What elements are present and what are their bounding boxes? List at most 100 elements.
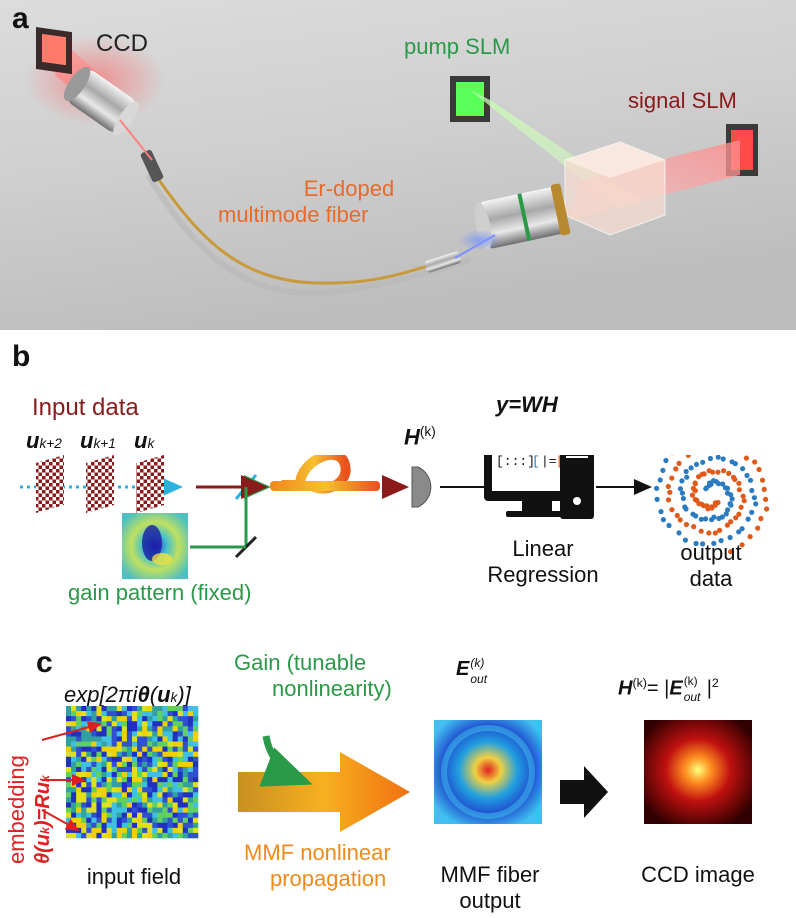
panel-a: a CCD pump SLM signal SLM Er-doped multi… bbox=[0, 0, 796, 330]
equation-label: y=WH bbox=[496, 392, 558, 417]
scatter-point bbox=[665, 483, 671, 490]
fiber-label-line1: Er-doped bbox=[303, 176, 395, 201]
scatter-point bbox=[747, 534, 753, 540]
scatter-point bbox=[720, 481, 726, 487]
scatter-point bbox=[743, 455, 750, 461]
scatter-point bbox=[715, 469, 721, 475]
scatter-point bbox=[723, 511, 729, 517]
scatter-point bbox=[667, 489, 673, 495]
embedding-label: embedding bbox=[4, 755, 29, 864]
scatter-point bbox=[674, 512, 680, 519]
scatter-point bbox=[755, 525, 761, 531]
scatter-point bbox=[677, 517, 683, 523]
arrow-to-ccd bbox=[560, 766, 608, 818]
scatter-point bbox=[741, 498, 747, 504]
scatter-point bbox=[712, 530, 719, 536]
scatter-point bbox=[688, 465, 694, 471]
signal-slm-label: signal SLM bbox=[628, 88, 737, 113]
svg-text:[: [ bbox=[532, 455, 540, 469]
scatter-point bbox=[715, 481, 722, 487]
scatter-point bbox=[736, 487, 743, 493]
scatter-point bbox=[724, 522, 731, 528]
scatter-point bbox=[693, 461, 700, 467]
panel-c-diagram bbox=[41, 706, 752, 839]
scatter-point bbox=[749, 509, 755, 515]
scatter-point bbox=[728, 492, 734, 498]
scatter-point bbox=[728, 519, 734, 525]
scatter-point bbox=[716, 515, 722, 522]
input-pattern-k1 bbox=[86, 455, 114, 513]
gain-tunable-line2: nonlinearity) bbox=[272, 676, 392, 701]
u-k2-label: uk+2 bbox=[26, 428, 62, 453]
scatter-point bbox=[698, 516, 704, 522]
scatter-point bbox=[724, 485, 731, 491]
pump-slm-label: pump SLM bbox=[404, 34, 511, 59]
mmf-output-image bbox=[434, 720, 542, 824]
E-out-label: E(k)out bbox=[456, 656, 488, 686]
ccd-label: CCD bbox=[96, 30, 148, 57]
scatter-point bbox=[758, 515, 764, 522]
scatter-point bbox=[689, 492, 696, 498]
scatter-point bbox=[720, 456, 726, 462]
scatter-point bbox=[764, 506, 770, 512]
exp-label: exp[2πiθ(uk)] bbox=[64, 682, 191, 707]
scatter-point bbox=[749, 487, 755, 494]
scatter-point bbox=[685, 455, 691, 458]
scatter-point bbox=[691, 524, 697, 530]
scatter-point bbox=[690, 485, 697, 491]
scatter-point bbox=[676, 530, 682, 536]
scatter-point bbox=[654, 485, 660, 491]
scatter-point bbox=[728, 549, 734, 555]
scatter-point bbox=[654, 496, 660, 502]
mmf-fiber-output-line2: output bbox=[459, 888, 521, 913]
scatter-point bbox=[732, 476, 738, 482]
output-label-line2: data bbox=[689, 566, 733, 591]
scatter-point bbox=[683, 521, 690, 528]
input-pattern-k bbox=[136, 455, 164, 513]
experimental-setup-render bbox=[0, 0, 796, 330]
scatter-point bbox=[732, 461, 738, 467]
u-k-label: uk bbox=[134, 428, 155, 453]
scatter-point bbox=[740, 466, 746, 472]
scatter-point bbox=[747, 477, 754, 483]
scatter-point bbox=[690, 511, 696, 517]
scatter-point bbox=[679, 478, 685, 484]
scatter-point bbox=[736, 480, 742, 486]
scatter-point bbox=[669, 475, 675, 481]
panel-letter-c: c bbox=[36, 646, 53, 679]
scatter-point bbox=[684, 474, 690, 480]
scatter-point bbox=[658, 509, 664, 515]
scatter-point bbox=[752, 459, 758, 465]
scatter-point bbox=[707, 455, 714, 462]
scatter-point bbox=[725, 507, 731, 513]
svg-text:|=: |= bbox=[541, 455, 557, 469]
scatter-point bbox=[736, 511, 742, 517]
scatter-point bbox=[698, 528, 704, 534]
propagation-arrow bbox=[238, 752, 410, 832]
scatter-point bbox=[694, 497, 700, 503]
scatter-point bbox=[740, 493, 746, 499]
scatter-point bbox=[657, 477, 663, 483]
scatter-point bbox=[715, 455, 721, 460]
panel-b-diagram: [:::] [ |= [:] bbox=[20, 455, 770, 579]
scatter-point bbox=[701, 471, 707, 477]
input-data-label: Input data bbox=[32, 394, 139, 421]
scatter-point bbox=[721, 468, 727, 474]
output-spiral-scatter bbox=[654, 455, 770, 555]
svg-text:[:::]: [:::] bbox=[496, 455, 535, 469]
scatter-point bbox=[745, 516, 751, 522]
scatter-point bbox=[677, 486, 684, 492]
scatter-point bbox=[739, 542, 745, 548]
scatter-point bbox=[756, 466, 762, 473]
computer-tower-icon bbox=[560, 455, 594, 519]
scatter-point bbox=[717, 527, 723, 533]
scatter-point bbox=[682, 537, 689, 543]
gain-pattern-label: gain pattern (fixed) bbox=[68, 580, 252, 605]
detector-icon bbox=[411, 466, 432, 508]
mmf-nonlinear-line1: MMF nonlinear bbox=[244, 840, 391, 865]
H-label: H(k) bbox=[404, 424, 436, 450]
u-k1-label: uk+1 bbox=[80, 428, 116, 453]
input-pattern-k2 bbox=[36, 455, 64, 513]
input-field-label: input field bbox=[86, 864, 182, 889]
scatter-point bbox=[679, 490, 686, 496]
